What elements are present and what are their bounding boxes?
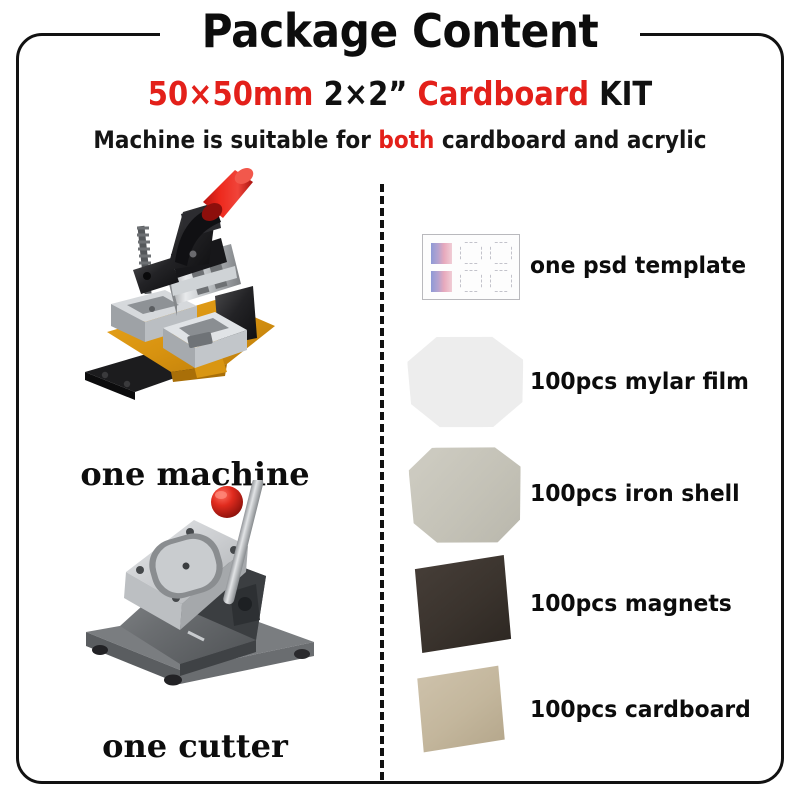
list-item: 100pcs iron shell [400, 442, 800, 546]
badge-outline-icon [431, 271, 452, 292]
cardboard-square [400, 658, 530, 762]
magnet-square [400, 552, 530, 656]
kit-material: Cardboard [417, 74, 589, 113]
right-column: one psd template 100pcs mylar film 100pc… [400, 180, 800, 790]
circle-cutter-svg [86, 477, 314, 686]
left-column: one machine [20, 168, 370, 782]
mylar-film-label: 100pcs mylar film [530, 369, 749, 395]
magnet-shape [414, 555, 512, 653]
psd-template-label: one psd template [530, 253, 747, 279]
list-item: 100pcs mylar film [400, 330, 800, 434]
machine-caption: one machine [80, 455, 310, 493]
column-divider [380, 184, 384, 780]
frame-title-gap [160, 20, 640, 50]
page-title: Package Content [201, 4, 599, 58]
mylar-film-octagon [400, 330, 530, 434]
machine-press-photo [75, 166, 325, 451]
iron-shell-octagon [400, 442, 530, 546]
badge-outline-icon [490, 270, 512, 292]
cardboard-shape [417, 665, 505, 753]
circle-cutter-photo [70, 477, 330, 725]
mylar-shape [406, 334, 525, 430]
tagline-highlight: both [378, 126, 435, 154]
list-item: 100pcs cardboard [400, 658, 800, 762]
badge-outline-icon [460, 242, 482, 264]
iron-shell-label: 100pcs iron shell [530, 481, 740, 507]
badge-outline-icon [460, 270, 482, 292]
kit-spec-line: 50×50mm 2×2” Cardboard KIT [48, 76, 752, 112]
tagline-before: Machine is suitable for [93, 126, 379, 154]
psd-sheet-grid [422, 234, 520, 300]
iron-shell-shape [408, 443, 525, 547]
psd-cell-filled [427, 240, 455, 266]
magnets-label: 100pcs magnets [530, 591, 732, 617]
list-item: one psd template [400, 214, 800, 318]
cardboard-label: 100pcs cardboard [530, 697, 751, 723]
list-item: 100pcs magnets [400, 552, 800, 656]
cutter-caption: one cutter [102, 727, 288, 765]
badge-outline-icon [490, 242, 512, 264]
machine-press-svg [85, 168, 275, 400]
psd-cell-filled [427, 268, 455, 294]
tagline-after: cardboard and acrylic [434, 126, 707, 154]
psd-cell-empty [457, 268, 485, 294]
kit-word: KIT [599, 74, 653, 113]
psd-cell-empty [487, 240, 515, 266]
badge-outline-icon [431, 243, 452, 264]
psd-cell-empty [487, 268, 515, 294]
suitability-tagline: Machine is suitable for both cardboard a… [40, 126, 760, 154]
kit-size-inch: 2×2” [323, 74, 408, 113]
psd-template-sheet [400, 214, 530, 318]
psd-cell-empty [457, 240, 485, 266]
kit-size-mm: 50×50mm [147, 74, 314, 113]
